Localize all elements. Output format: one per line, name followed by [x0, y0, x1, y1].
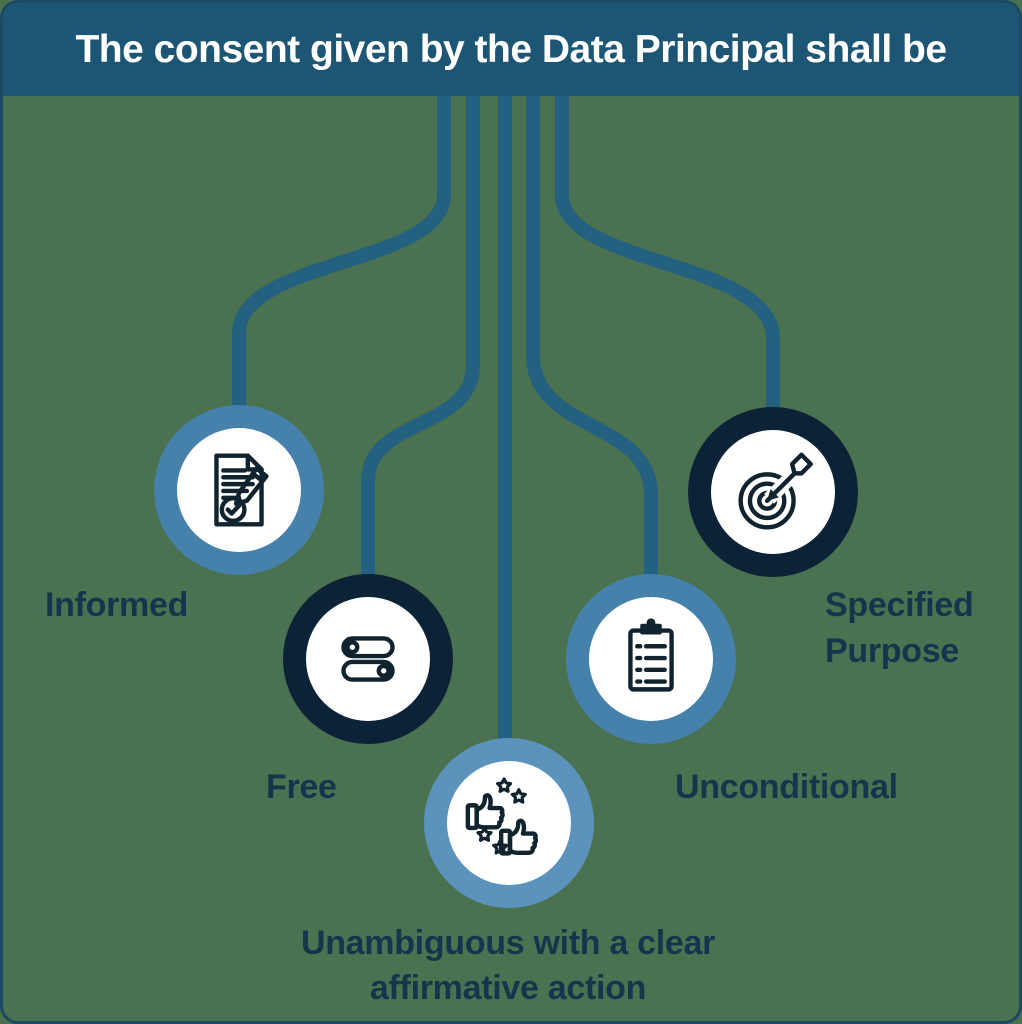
connector-informed [232, 95, 451, 415]
node-free-circle [306, 597, 430, 721]
connector-lines [232, 95, 780, 749]
label-informed: Informed [45, 586, 189, 624]
connector-unconditional [526, 95, 658, 585]
header-banner: The consent given by the Data Principal … [3, 3, 1019, 96]
clipboard-checklist-icon [628, 618, 674, 692]
connector-specified [555, 95, 780, 419]
node-specified-circle [711, 430, 835, 554]
thumbs-up-stars-icon [465, 777, 539, 856]
node-unambiguous-circle [447, 761, 571, 885]
label-free: Free [266, 768, 337, 806]
node-specified-purpose [688, 407, 858, 577]
node-free [283, 574, 453, 744]
node-unambiguous [424, 738, 594, 908]
label-unambiguous: Unambiguous with a clear affirmative act… [300, 924, 716, 1007]
toggle-switches-icon [341, 636, 395, 682]
node-unconditional-circle [589, 597, 713, 721]
connector-free [361, 95, 480, 585]
document-check-pencil-icon [214, 453, 269, 527]
node-unconditional [566, 574, 736, 744]
label-specified-purpose: Specified Purpose [825, 586, 974, 670]
label-unconditional: Unconditional [675, 768, 898, 806]
node-informed [154, 405, 324, 575]
page-title: The consent given by the Data Principal … [75, 27, 947, 71]
target-arrow-icon [738, 452, 813, 530]
node-informed-circle [177, 428, 301, 552]
